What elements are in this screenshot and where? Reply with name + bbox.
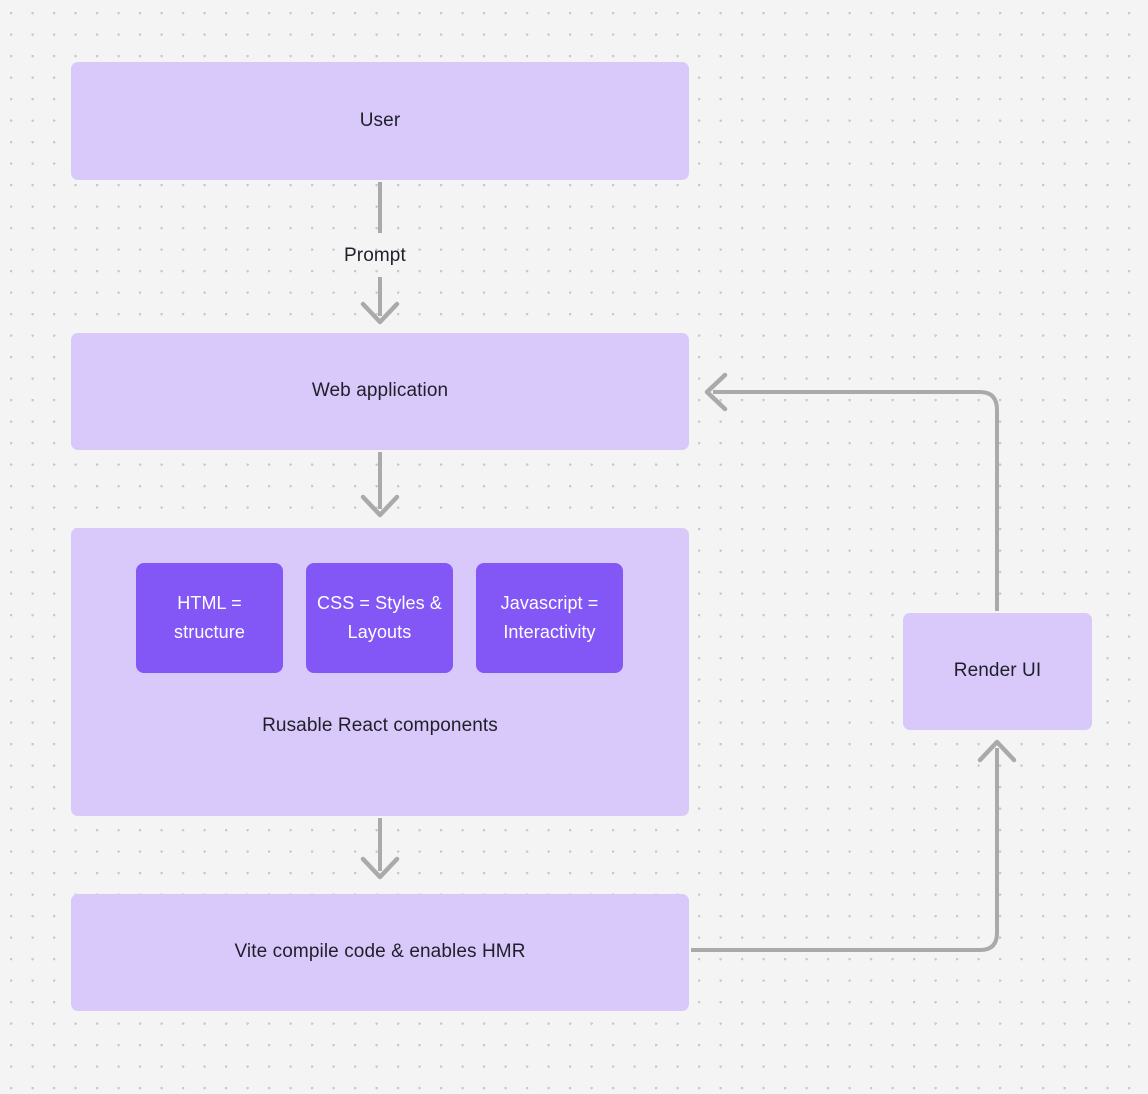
node-render-ui[interactable]: Render UI bbox=[903, 613, 1092, 730]
node-user[interactable]: User bbox=[71, 62, 689, 180]
node-vite[interactable]: Vite compile code & enables HMR bbox=[71, 894, 689, 1011]
components-group-caption: Rusable React components bbox=[262, 715, 498, 736]
edge-web-application-to-components bbox=[360, 452, 400, 518]
edge-components-to-vite bbox=[360, 818, 400, 880]
edge-vite-to-render-ui bbox=[691, 739, 1017, 952]
node-web-application[interactable]: Web application bbox=[71, 333, 689, 450]
edge-render-ui-to-web-application bbox=[704, 372, 999, 611]
node-html[interactable]: HTML = structure bbox=[136, 563, 283, 673]
node-javascript[interactable]: Javascript = Interactivity bbox=[476, 563, 623, 673]
edge-label-prompt: Prompt bbox=[344, 245, 406, 266]
node-css[interactable]: CSS = Styles & Layouts bbox=[306, 563, 453, 673]
